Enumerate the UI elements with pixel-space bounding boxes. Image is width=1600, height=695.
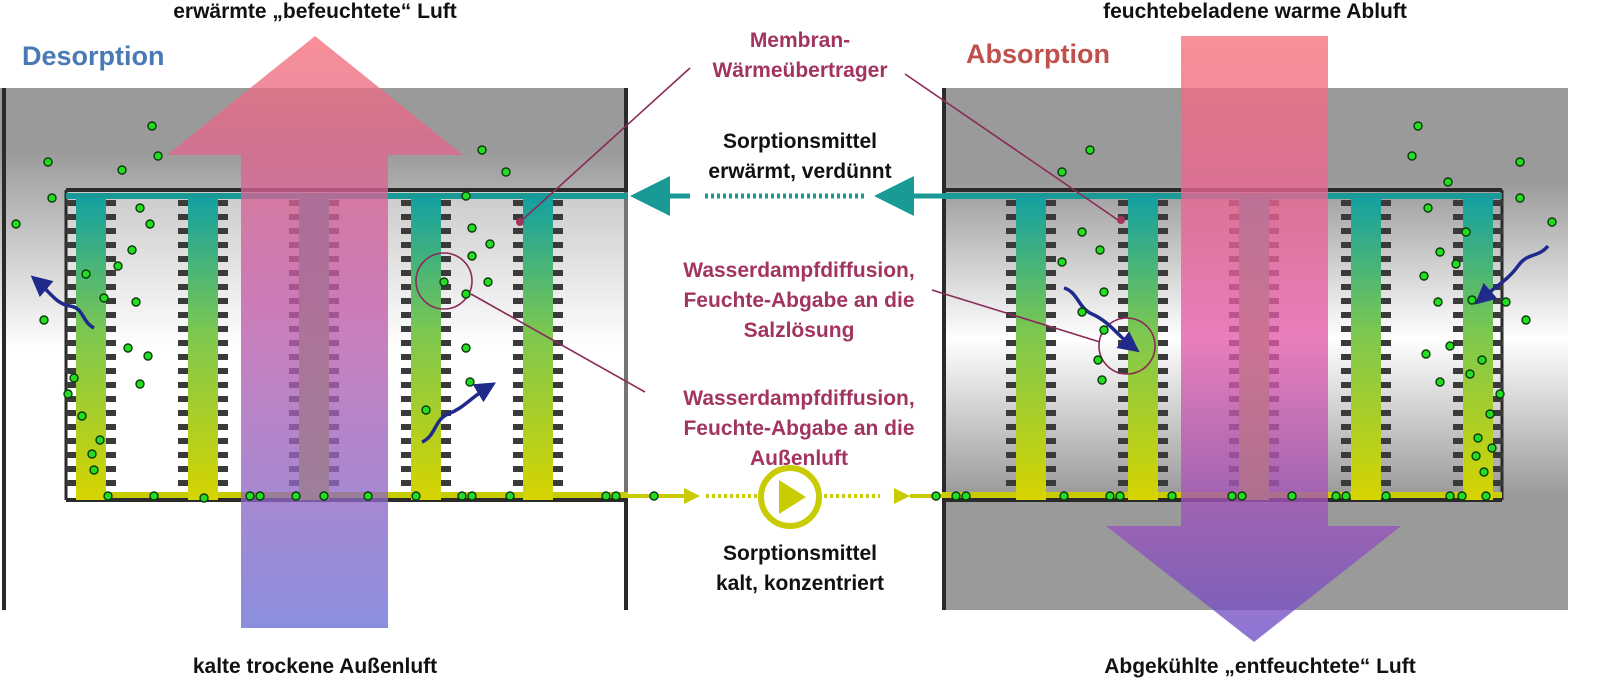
label-cold-line1: Sorptionsmittel [722,542,877,565]
label-diffusion-absorption: Wasserdampfdiffusion, Feuchte-Abgabe an … [668,256,930,346]
label-bottom-left: kalte trockene Außenluft [192,655,438,678]
absorption-air-arrow [1106,36,1401,642]
label-diff-des-line2: Feuchte-Abgabe an die [683,417,915,440]
label-diff-des-line3: Außenluft [750,447,848,470]
label-warm-line2: erwärmt, verdünnt [708,160,892,183]
label-diff-abs-line2: Feuchte-Abgabe an die [683,289,915,312]
label-warm-solution: Sorptionsmittel erwärmt, verdünnt [680,127,920,187]
label-membrane-line2: Wärmeübertrager [712,59,888,82]
pump-icon [758,465,822,529]
label-membrane-line1: Membran- [749,29,851,52]
label-top-right: feuchtebeladene warme Abluft [1103,0,1407,23]
desorption-unit [0,36,628,628]
water-droplets [11,121,1557,503]
annotation-leaders [415,67,1156,393]
label-cold-line2: kalt, konzentriert [715,572,885,595]
label-top-left: erwärmte „befeuchtete“ Luft [173,0,457,23]
membrane-marker-left [516,218,524,226]
label-warm-line1: Sorptionsmittel [722,130,877,153]
desorption-air-arrow [167,36,463,628]
label-membrane: Membran- Wärmeübertrager [695,26,905,86]
title-desorption: Desorption [22,41,165,71]
label-diff-abs-line1: Wasserdampfdiffusion, [683,259,915,282]
diffusion-arrows [30,244,1550,444]
membrane-marker-right [1117,216,1125,224]
label-bottom-right: Abgekühlte „entfeuchtete“ Luft [1104,655,1416,678]
label-diff-abs-line3: Salzlösung [743,319,855,342]
title-absorption: Absorption [966,39,1110,69]
label-cold-solution: Sorptionsmittel kalt, konzentriert [680,539,920,599]
absorption-unit [942,36,1568,642]
label-diffusion-desorption: Wasserdampfdiffusion, Feuchte-Abgabe an … [668,384,930,474]
cold-solution-flow [628,488,942,504]
label-diff-des-line1: Wasserdampfdiffusion, [683,387,915,410]
